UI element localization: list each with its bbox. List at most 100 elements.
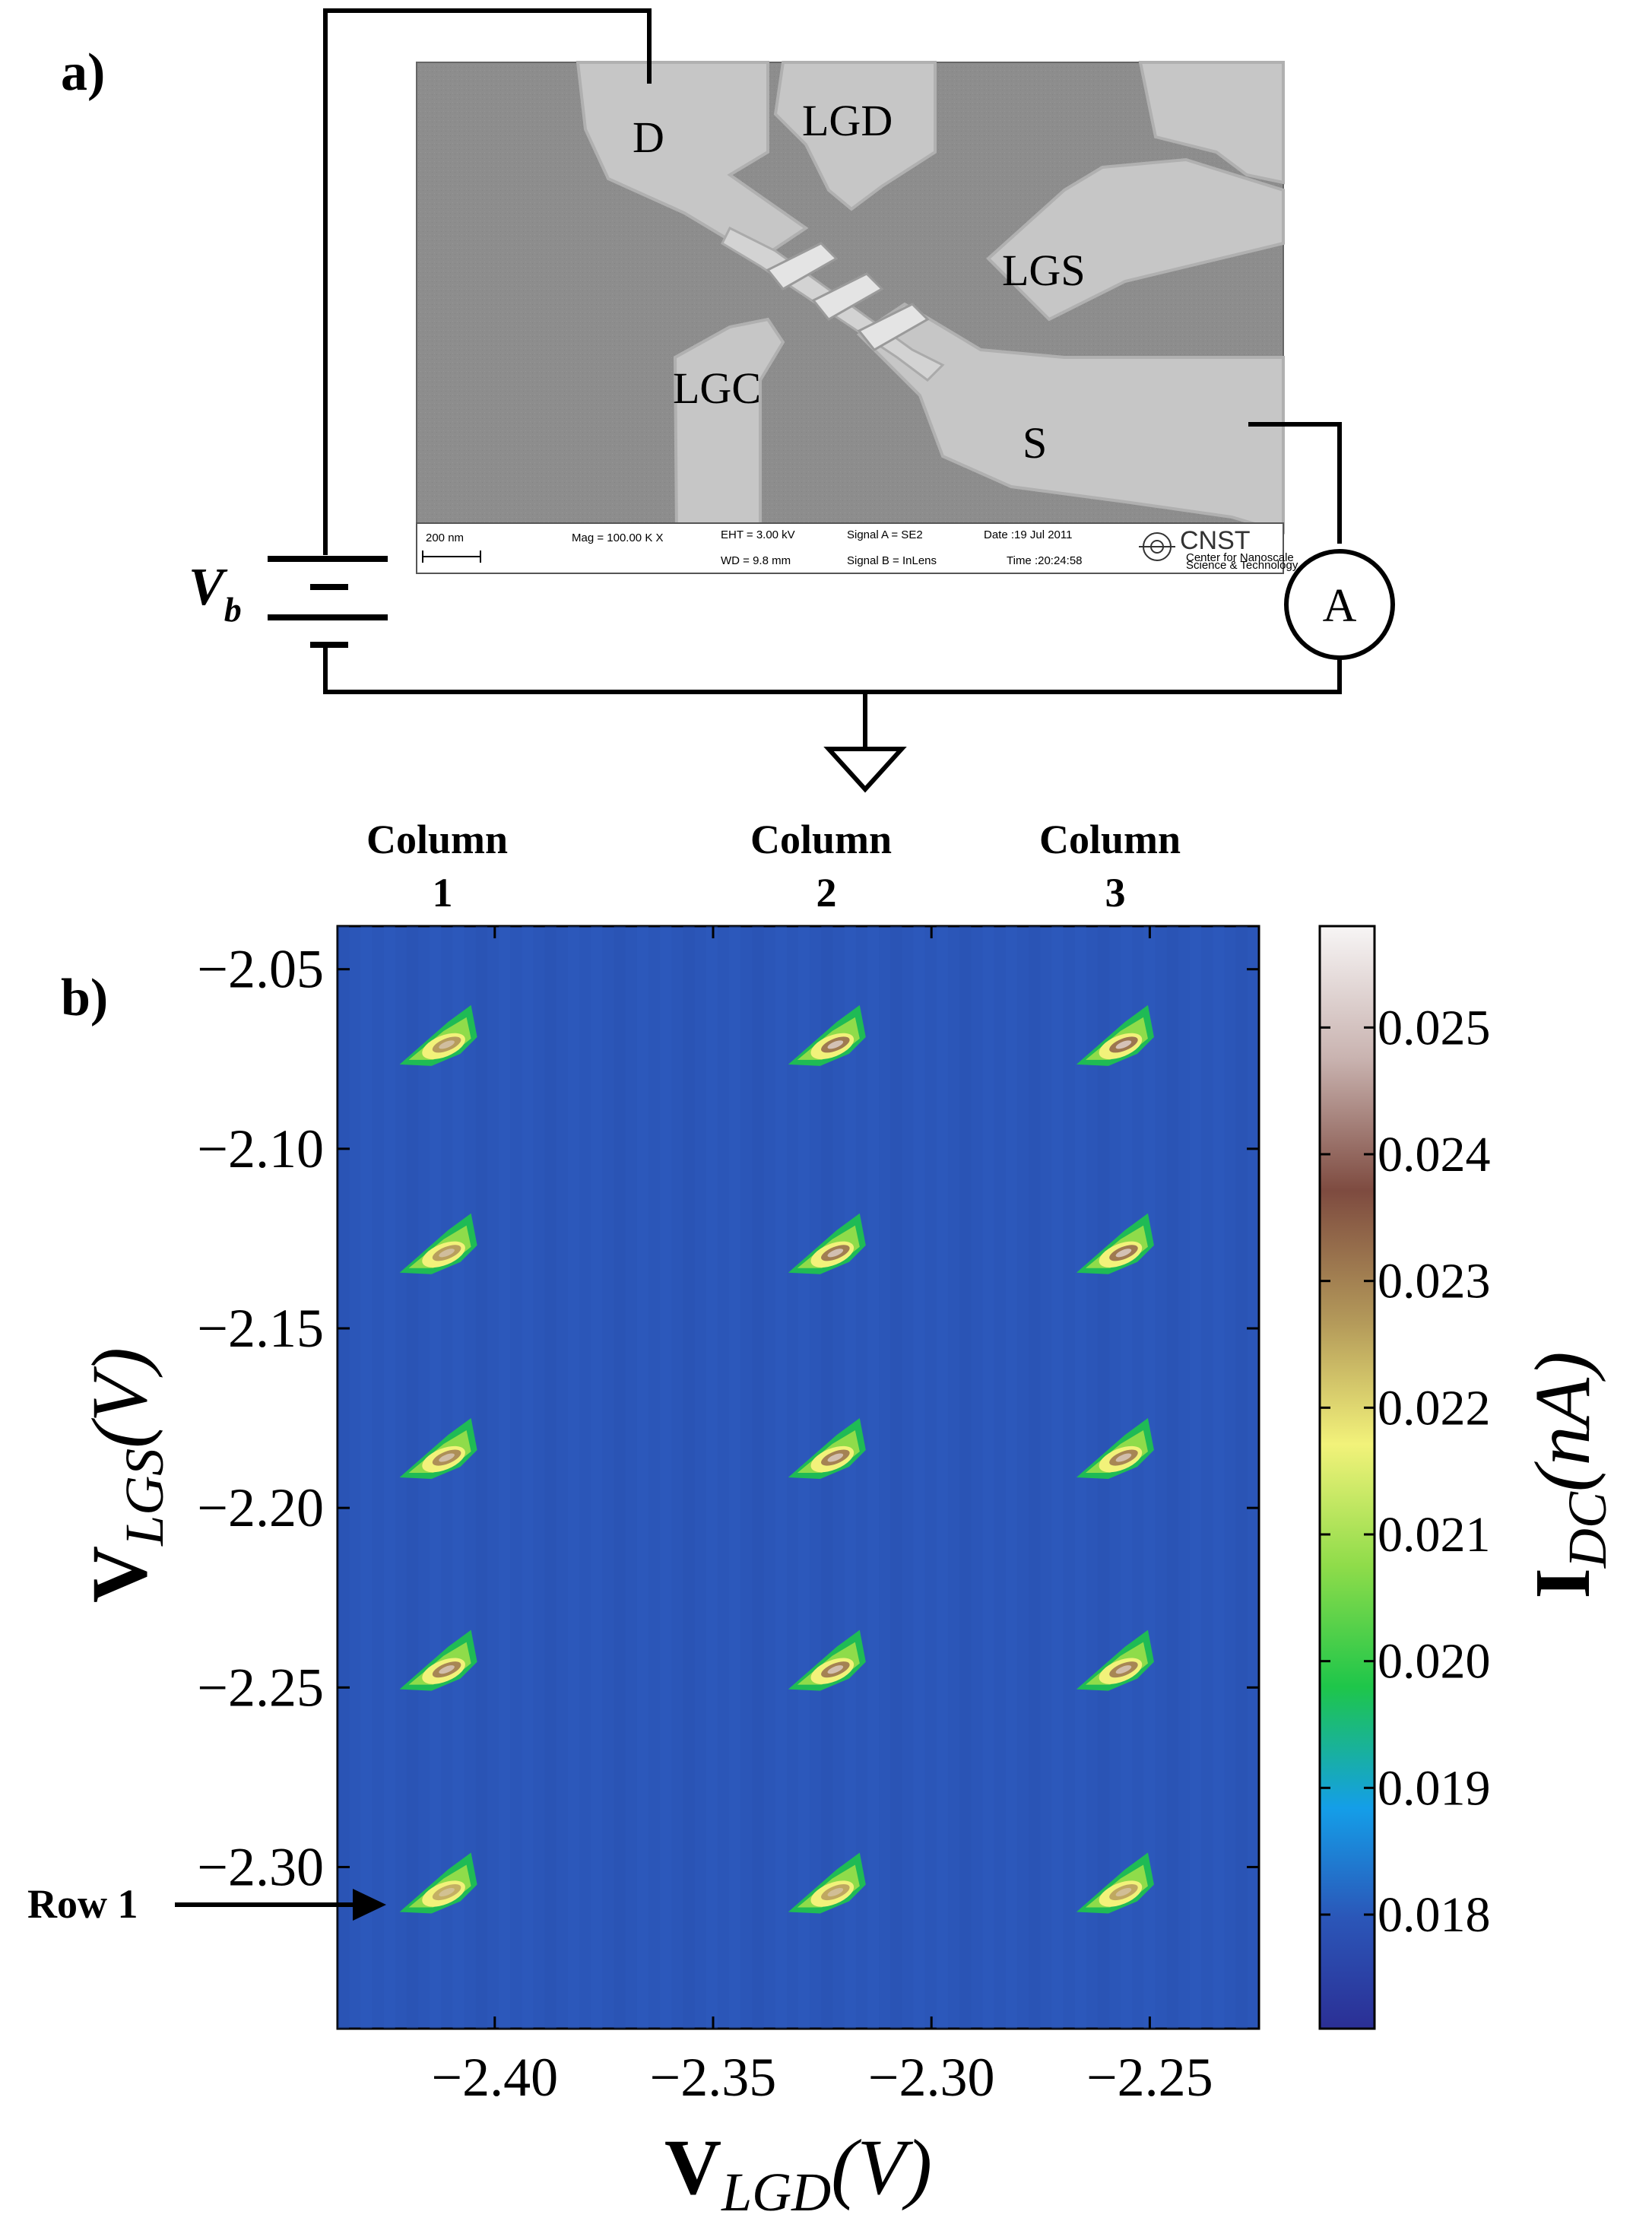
heatmap-stripe xyxy=(636,926,649,2029)
peak-r1-c2 xyxy=(788,1004,866,1066)
heatmap-stripe xyxy=(568,926,580,2029)
peak-r5-c1 xyxy=(399,1852,477,1914)
heatmap-stripe xyxy=(1190,926,1202,2029)
sem-label-lgc: LGC xyxy=(673,363,761,413)
peak-center xyxy=(827,1040,844,1049)
peak-center xyxy=(1115,1665,1132,1674)
info-date: Date :19 Jul 2011 xyxy=(984,528,1072,541)
battery-label: Vb xyxy=(189,558,242,629)
peak-core xyxy=(821,1883,850,1901)
info-mag: Mag = 100.00 K X xyxy=(572,531,664,544)
heatmap-stripe xyxy=(913,926,925,2029)
peak-r3-c2 xyxy=(788,1418,866,1480)
peak-center xyxy=(1115,1453,1132,1462)
peak-r2-c3 xyxy=(1076,1213,1154,1274)
heatmap-stripe xyxy=(614,926,626,2029)
wire-drain xyxy=(323,8,652,555)
y-tick-label: −2.10 xyxy=(197,1118,324,1179)
peak-r2-c1 xyxy=(399,1213,477,1274)
heatmap-stripe xyxy=(522,926,534,2029)
peak-center xyxy=(827,1665,844,1674)
peak-center xyxy=(1115,1040,1132,1049)
peak-inner xyxy=(422,1241,465,1268)
heatmap-stripe xyxy=(544,926,556,2029)
peak-r5-c2 xyxy=(788,1852,866,1914)
peak-center xyxy=(439,1249,455,1258)
panel-b-label: b) xyxy=(61,969,108,1027)
colorbar-tick-label: 0.021 xyxy=(1378,1507,1491,1563)
heatmap-stripe xyxy=(1143,926,1156,2029)
drain-electrode xyxy=(576,61,809,261)
sem-label-lgd: LGD xyxy=(802,96,893,145)
column-3-word: Column xyxy=(1039,817,1181,862)
peak-center xyxy=(439,1453,455,1462)
y-tick-label: −2.20 xyxy=(197,1477,324,1538)
colorbar-tick-label: 0.022 xyxy=(1378,1380,1491,1436)
info-signal-a: Signal A = SE2 xyxy=(847,528,923,541)
peak-center xyxy=(1115,1887,1132,1897)
peak-center xyxy=(827,1249,844,1258)
peak-r4-c2 xyxy=(788,1629,866,1691)
row-1-arrowhead-icon xyxy=(353,1889,386,1921)
cnst-sub-1: Center for Nanoscale xyxy=(1186,551,1294,564)
heatmap-stripe xyxy=(683,926,695,2029)
heatmap-stripe xyxy=(867,926,880,2029)
heatmap-stripe xyxy=(890,926,902,2029)
y-tick-label: −2.05 xyxy=(197,939,324,1000)
peak-inner xyxy=(810,1880,855,1907)
heatmap xyxy=(336,925,1260,2030)
wire-bottom xyxy=(323,643,1342,694)
colorbar-tick-label: 0.025 xyxy=(1378,1000,1491,1055)
lgd-gate xyxy=(773,61,937,211)
column-1-word: Column xyxy=(366,817,508,862)
heatmap-stripe xyxy=(360,926,373,2029)
colorbar-tick-label: 0.020 xyxy=(1378,1634,1491,1690)
heatmap-stripe xyxy=(1213,926,1225,2029)
heatmap-stripe xyxy=(660,926,672,2029)
column-1-num: 1 xyxy=(433,870,453,915)
ammeter-icon: A xyxy=(1284,549,1395,660)
peak-r5-c3 xyxy=(1076,1852,1154,1914)
heatmap-stripe xyxy=(1235,926,1248,2029)
peak-center xyxy=(439,1887,455,1897)
y-tick-label: −2.15 xyxy=(197,1298,324,1359)
x-axis-ticks: −2.40−2.35−2.30−2.25 xyxy=(431,926,1213,2108)
heatmap-stripe xyxy=(338,926,350,2029)
heatmap-stripe xyxy=(499,926,511,2029)
row-1-label: Row 1 xyxy=(27,1881,138,1927)
heatmap-stripe xyxy=(959,926,972,2029)
ground-icon xyxy=(823,747,907,793)
colorbar-tick-label: 0.019 xyxy=(1378,1760,1491,1816)
info-eht: EHT = 3.00 kV xyxy=(721,528,795,541)
info-signal-b: Signal B = InLens xyxy=(847,554,937,567)
wire-source xyxy=(1248,422,1342,544)
heatmap-stripe xyxy=(475,926,487,2029)
heatmap-stripe xyxy=(591,926,603,2029)
info-wd: WD = 9.8 mm xyxy=(721,554,791,567)
colorbar-gradient xyxy=(1318,925,1376,2030)
panel-a-label: a) xyxy=(61,43,105,102)
y-axis-label: VLGS(V) xyxy=(76,1347,175,1603)
x-axis-label: VLGD(V) xyxy=(664,2124,932,2223)
peak-r2-c2 xyxy=(788,1213,866,1274)
peak-inner xyxy=(422,1880,465,1907)
ammeter-label: A xyxy=(1323,580,1357,632)
heatmap-stripe xyxy=(1166,926,1178,2029)
peak-r3-c3 xyxy=(1076,1418,1154,1480)
heatmap-stripe xyxy=(452,926,465,2029)
heatmap-stripe xyxy=(729,926,741,2029)
heatmap-peaks xyxy=(399,1004,1154,1914)
sem-info-bar: 200 nm Mag = 100.00 K X EHT = 3.00 kV WD… xyxy=(416,522,1298,574)
heatmap-stripe xyxy=(1051,926,1064,2029)
colorbar-label: IDC(nA) xyxy=(1519,1351,1618,1598)
heatmap-stripe xyxy=(1029,926,1041,2029)
info-time: Time :20:24:58 xyxy=(1007,554,1083,567)
lgs-gate xyxy=(986,157,1285,322)
sem-label-d: D xyxy=(633,113,664,162)
column-3-num: 3 xyxy=(1105,870,1126,915)
heatmap-stripe xyxy=(752,926,764,2029)
peak-r4-c3 xyxy=(1076,1629,1154,1691)
peak-core xyxy=(432,1883,461,1901)
